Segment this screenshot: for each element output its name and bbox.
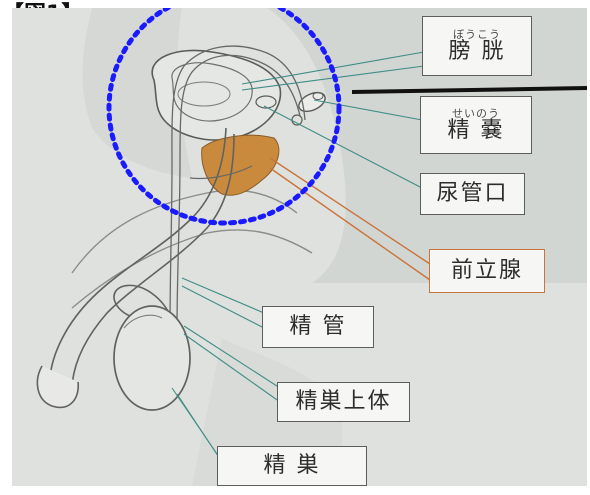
testis-text: 精 巣: [263, 453, 321, 479]
urethra-inner: [71, 133, 235, 387]
ureteral-opening-shape: [255, 95, 277, 109]
seminal-vesicle-label: せいのう 精 嚢: [420, 96, 532, 154]
seminal-vesicle-shape: [298, 91, 326, 113]
prostate-text: 前立腺: [450, 258, 523, 284]
vas-deferens-left: [176, 54, 301, 329]
bladder-wall: [171, 62, 253, 122]
epididymis-shape: [113, 284, 173, 321]
prostate-leader-line: [269, 157, 431, 265]
glans-shape: [36, 365, 79, 409]
prostate-shape: [201, 134, 280, 196]
testis-label: 精 巣: [217, 446, 367, 486]
epididymis-leader-line-2: [183, 333, 281, 403]
urethral-opening-label: 尿管口: [420, 173, 525, 215]
seminal-vesicle-inner: [312, 92, 324, 100]
urethral-opening-text: 尿管口: [436, 181, 509, 207]
vas-deferens-leader-line: [181, 277, 265, 314]
body-outline-lower: [71, 229, 313, 309]
testis-shape: [113, 305, 191, 411]
vas-deferens-text: 精 管: [289, 314, 347, 340]
seminal-vesicle-ruby: せいのう: [452, 106, 500, 120]
body-outline-upper: [71, 189, 298, 274]
bladder-fold: [177, 81, 231, 107]
prostate-leader-line-2: [269, 167, 431, 281]
urethral-opening-leader-line: [263, 105, 423, 189]
seminal-vesicle-text: 精 嚢: [447, 117, 505, 143]
epididymis-leader-line: [183, 325, 281, 389]
bladder-label: ぼうこう 膀 胱: [422, 16, 532, 76]
vas-deferens-leader-line-2: [181, 285, 265, 329]
epididymis-label: 精巣上体: [277, 382, 410, 422]
highlight-circle: [106, 8, 342, 226]
bladder-shape: [151, 49, 282, 141]
urethra-outer: [49, 127, 227, 379]
epididymis-text: 精巣上体: [295, 389, 392, 415]
testis-leader-line-2: [176, 393, 223, 463]
prostate-label: 前立腺: [429, 249, 545, 293]
vas-deferens-right: [169, 45, 306, 329]
anatomy-figure: ぼうこう 膀 胱 せいのう 精 嚢 尿管口 前立腺 精 管 精巣上体 精 巣: [12, 8, 587, 486]
pointer-line: [351, 86, 587, 94]
bladder-text: 膀 胱: [448, 38, 506, 64]
seminal-vesicle-leader-line: [313, 99, 423, 121]
vas-deferens-label: 精 管: [262, 306, 374, 348]
testis-detail: [123, 314, 163, 329]
ejaculatory-duct: [189, 165, 253, 180]
bladder-ruby: ぼうこう: [453, 27, 501, 41]
